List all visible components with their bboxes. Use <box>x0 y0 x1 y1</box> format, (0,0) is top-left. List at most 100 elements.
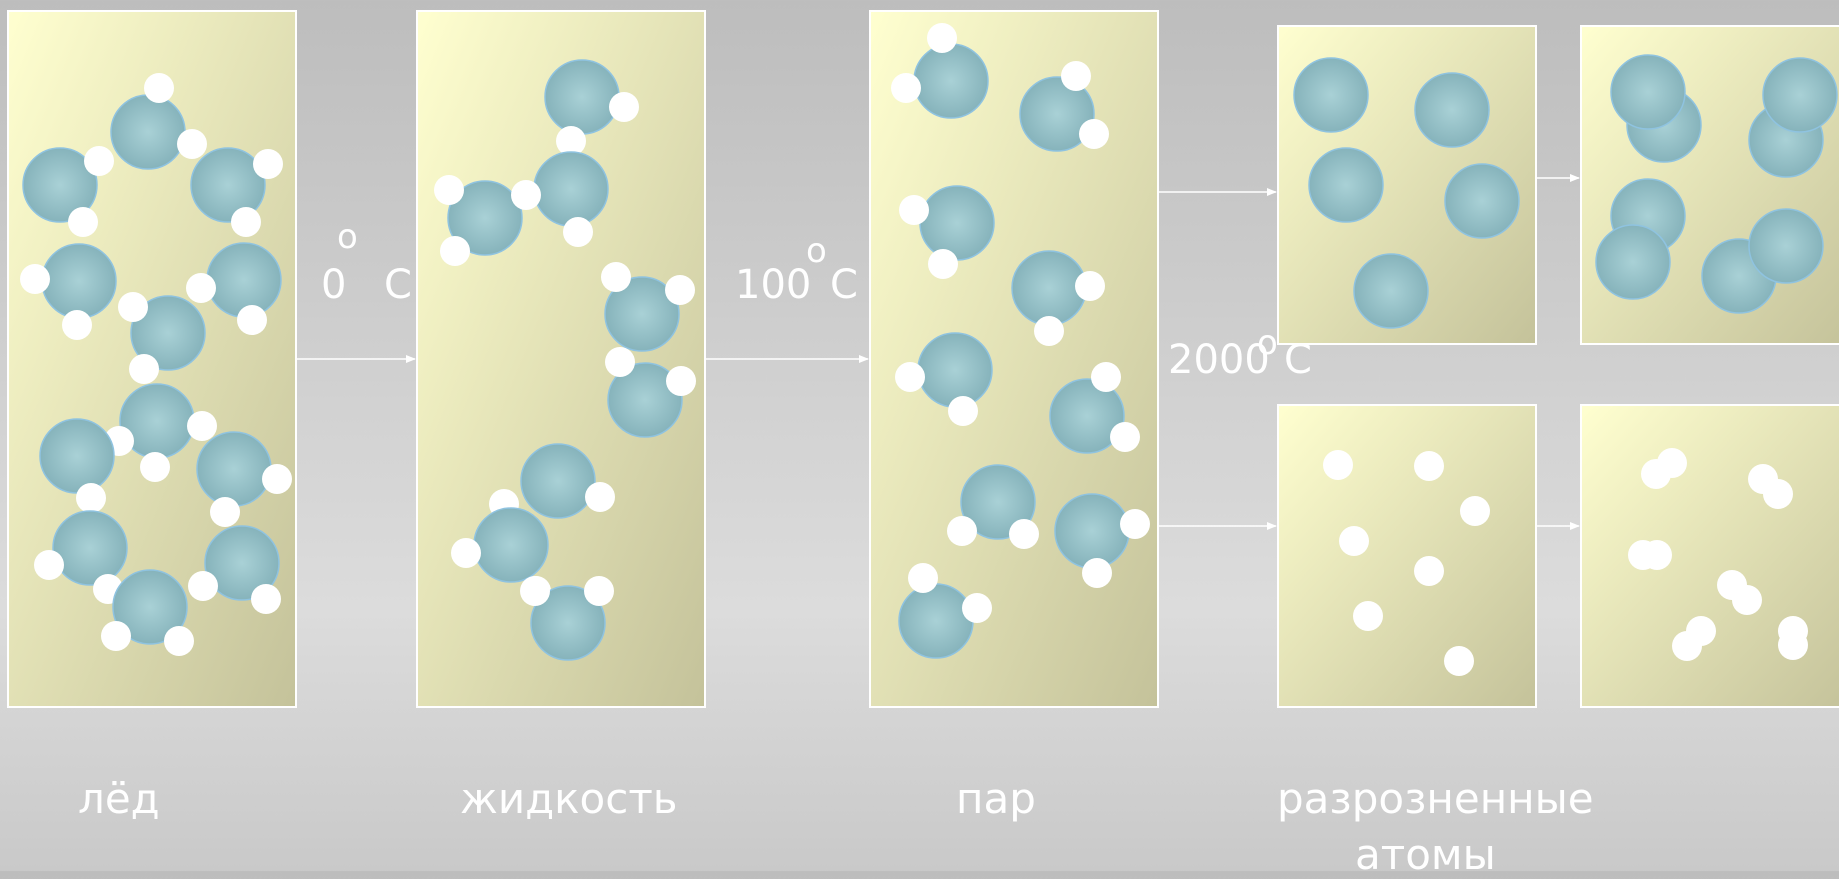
hydrogen-atom <box>601 262 631 292</box>
oxygen-atom <box>1049 378 1125 454</box>
hydrogen-atom <box>164 626 194 656</box>
hydrogen-atom <box>556 126 586 156</box>
hydrogen-atom <box>1460 496 1490 526</box>
hydrogen-atom <box>1642 540 1672 570</box>
hydrogen-atom <box>1414 451 1444 481</box>
hydrogen-atom <box>129 354 159 384</box>
hydrogen-atom <box>451 538 481 568</box>
boil-temperature-unit: C <box>830 262 858 308</box>
oxygen-atom <box>1414 72 1490 148</box>
label-ice: лёд <box>78 774 160 823</box>
hydrogen-atom <box>101 621 131 651</box>
hydrogen-atom <box>84 146 114 176</box>
hydrogen-atom <box>899 195 929 225</box>
oxygen-atom <box>190 147 266 223</box>
hydrogen-atom <box>927 23 957 53</box>
oxygen-atom <box>530 585 606 661</box>
hydrogen-atom <box>434 175 464 205</box>
oxygen-atom <box>1293 57 1369 133</box>
hydrogen-atom <box>928 249 958 279</box>
melt-temperature-value: 0 <box>321 262 347 308</box>
hydrogen-atom <box>34 550 64 580</box>
oxygen-atom <box>112 569 188 645</box>
oxygen-atom <box>1595 224 1671 300</box>
hydrogen-atom <box>76 483 106 513</box>
hydrogen-atom <box>231 207 261 237</box>
hydrogen-atom <box>1339 526 1369 556</box>
oxygen-atom <box>130 295 206 371</box>
hydrogen-atom <box>1414 556 1444 586</box>
hydrogen-atom <box>948 396 978 426</box>
hydrogen-atom <box>1657 448 1687 478</box>
label-liquid: жидкость <box>460 774 678 823</box>
dissociation-temperature-unit: C <box>1284 337 1312 383</box>
hydrogen-atom <box>908 563 938 593</box>
hydrogen-atom <box>186 273 216 303</box>
hydrogen-atom <box>962 593 992 623</box>
oxygen-atom <box>206 242 282 318</box>
hydrogen-atom <box>177 129 207 159</box>
oxygen-atom <box>898 583 974 659</box>
hydrogen-atom <box>1353 601 1383 631</box>
oxygen-atom <box>473 507 549 583</box>
oxygen-atom <box>960 464 1036 540</box>
oxygen-atom <box>204 525 280 601</box>
melt-temperature-degree: o <box>337 217 358 257</box>
hydrogen-atom <box>210 497 240 527</box>
hydrogen-atom <box>511 180 541 210</box>
hydrogen-atom <box>947 516 977 546</box>
hydrogen-atom <box>609 92 639 122</box>
hydrogen-atom <box>563 217 593 247</box>
hydrogen-atom <box>62 310 92 340</box>
hydrogen-atom <box>1763 479 1793 509</box>
oxygen-atom <box>1762 57 1838 133</box>
oxygen-atom <box>607 362 683 438</box>
hydrogen-atom <box>520 576 550 606</box>
label-atoms-line2: атомы <box>1355 830 1496 879</box>
oxygen-atom <box>196 431 272 507</box>
hydrogen-atom <box>1323 450 1353 480</box>
hydrogen-atom <box>1061 61 1091 91</box>
hydrogen-atom <box>1732 585 1762 615</box>
hydrogen-atom <box>262 464 292 494</box>
hydrogen-atom <box>118 292 148 322</box>
hydrogen-atom <box>144 73 174 103</box>
hydrogen-atom <box>1091 362 1121 392</box>
panel-separate-atoms-1 <box>1277 404 1537 708</box>
hydrogen-atom <box>895 362 925 392</box>
hydrogen-atom <box>891 73 921 103</box>
oxygen-atom <box>1019 76 1095 152</box>
hydrogen-atom <box>253 149 283 179</box>
hydrogen-atom <box>440 236 470 266</box>
label-vapor: пар <box>956 774 1036 823</box>
oxygen-atom <box>41 243 117 319</box>
oxygen-atom <box>52 510 128 586</box>
oxygen-atom <box>919 185 995 261</box>
oxygen-atom <box>533 151 609 227</box>
hydrogen-atom <box>1110 422 1140 452</box>
oxygen-atom <box>1054 493 1130 569</box>
hydrogen-atom <box>605 347 635 377</box>
oxygen-atom <box>1353 253 1429 329</box>
oxygen-atom <box>1308 147 1384 223</box>
hydrogen-atom <box>1082 558 1112 588</box>
hydrogen-atom <box>251 584 281 614</box>
hydrogen-atom <box>187 411 217 441</box>
oxygen-atom <box>447 180 523 256</box>
hydrogen-atom <box>20 264 50 294</box>
hydrogen-atom <box>1079 119 1109 149</box>
oxygen-atom <box>22 147 98 223</box>
hydrogen-atom <box>1075 271 1105 301</box>
oxygen-atom <box>1748 208 1824 284</box>
panel-separate-atoms-2 <box>1580 404 1839 708</box>
oxygen-atom <box>110 94 186 170</box>
dissociation-temperature-value: 2000 <box>1168 337 1270 383</box>
hydrogen-atom <box>666 366 696 396</box>
oxygen-atom <box>604 276 680 352</box>
melt-temperature-unit: C <box>384 262 412 308</box>
hydrogen-atom <box>1672 631 1702 661</box>
oxygen-atom <box>39 418 115 494</box>
hydrogen-atom <box>1034 316 1064 346</box>
hydrogen-atom <box>1444 646 1474 676</box>
hydrogen-atom <box>1778 630 1808 660</box>
